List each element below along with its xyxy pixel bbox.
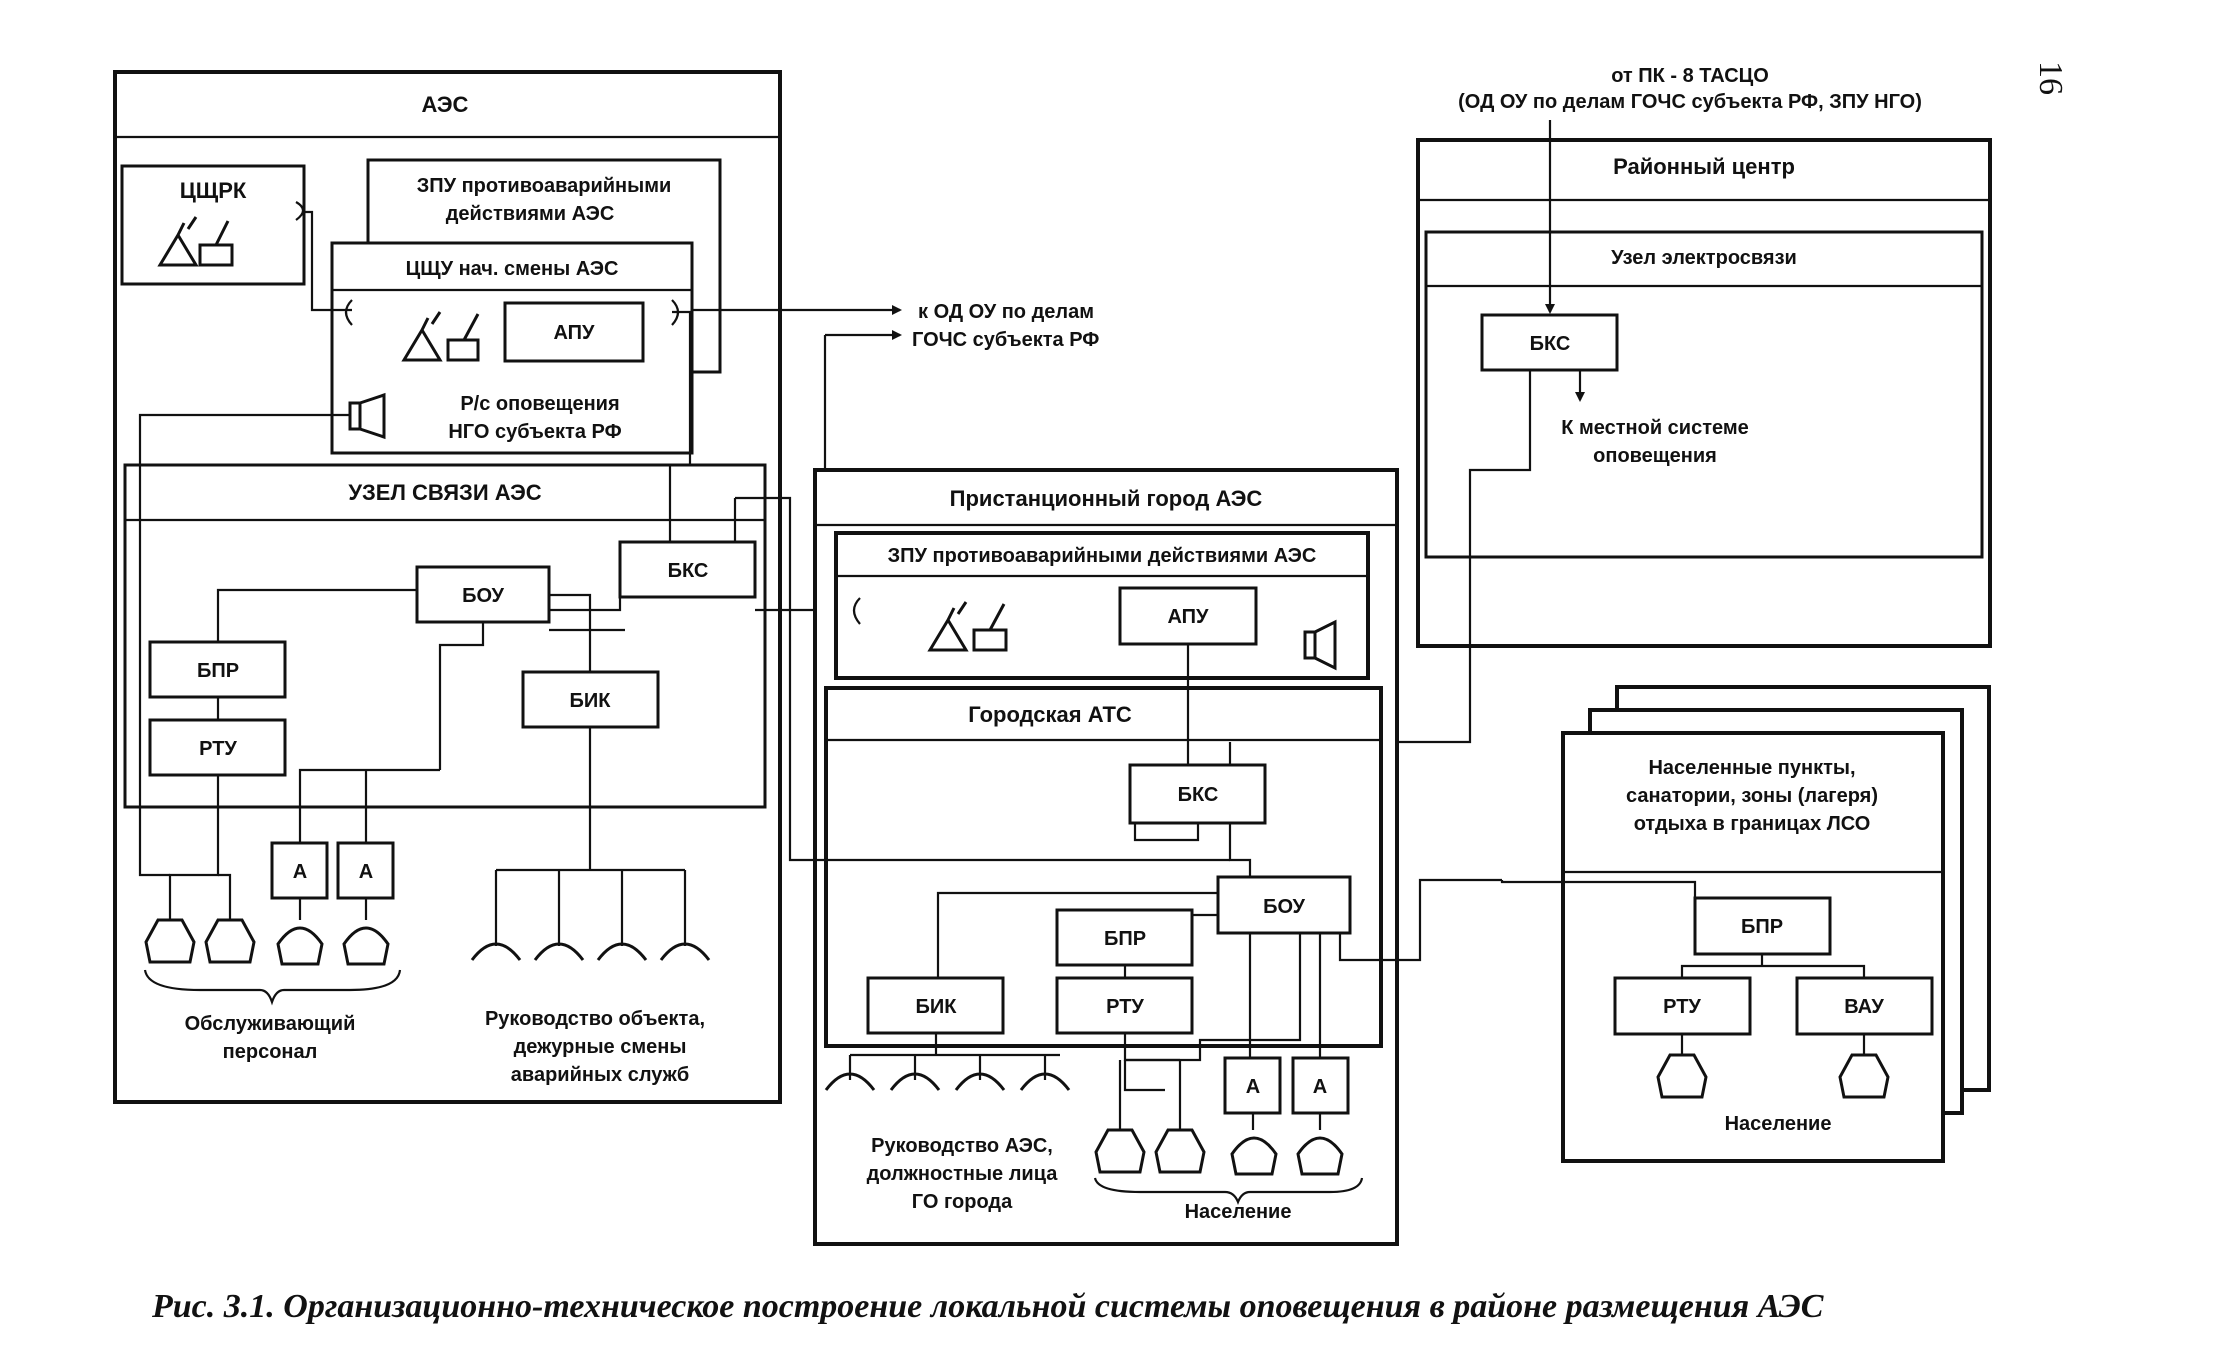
settlements-title-line1: Населенные пункты, — [1648, 757, 1855, 779]
telephone-icon — [954, 1072, 1006, 1091]
telephone-icon — [889, 1072, 941, 1091]
bpr-city-label: БПР — [1104, 928, 1146, 950]
telecom-node-title: Узел электросвязи — [1611, 247, 1797, 269]
zpu-city-box — [834, 531, 1370, 680]
telephone-icon — [824, 1072, 876, 1091]
from-top-line2: (ОД ОУ по делам ГОЧС субъекта РФ, ЗПУ НГ… — [1458, 91, 1922, 113]
rtu-aes-label: РТУ — [199, 738, 237, 760]
mgmt-aes-line2: дежурные смены — [514, 1036, 687, 1058]
rtu-settlement-label: РТУ — [1663, 996, 1701, 1018]
amp-aes-2-label: А — [359, 861, 373, 883]
bou-city-box — [1216, 875, 1352, 935]
bks-district-box — [1480, 313, 1619, 372]
bks-city-box — [1128, 763, 1267, 825]
zpu-aes-line2: действиями АЭС — [446, 203, 615, 225]
district-title: Районный центр — [1613, 154, 1795, 179]
apu-city-box — [1118, 586, 1258, 646]
to-od-line1: к ОД ОУ по делам — [918, 301, 1094, 323]
zpu-aes-line1: ЗПУ противоаварийными — [417, 175, 672, 197]
cshrk-radio-icon — [157, 216, 234, 267]
city-population-label: Население — [1185, 1201, 1292, 1223]
amp-city-1-label: А — [1246, 1076, 1260, 1098]
loudspeaker-icon — [1656, 1053, 1708, 1099]
mgmt-city-line2: должностные лица — [867, 1163, 1059, 1185]
settlements-population-label: Население — [1725, 1113, 1832, 1135]
bks-aes-label: БКС — [668, 560, 709, 582]
rtu-city-box — [1055, 976, 1194, 1035]
amp-city-2 — [1291, 1056, 1350, 1115]
bks-aes-box — [618, 540, 757, 599]
rtu-city-label: РТУ — [1106, 996, 1144, 1018]
loudspeaker-icon — [1838, 1053, 1890, 1099]
bik-city-label: БИК — [916, 996, 958, 1018]
cshrk-label: ЦЩРК — [180, 178, 247, 203]
bpr-aes-label: БПР — [197, 660, 239, 682]
city-title: Пристанционный город АЭС — [950, 486, 1263, 511]
district-center-block: Районный центр Узел электросвязи БКС К м… — [1230, 120, 1992, 744]
from-top-line1: от ПК - 8 ТАСЦО — [1611, 65, 1769, 87]
zpu-city-label: ЗПУ противоаварийными действиями АЭС — [888, 545, 1317, 567]
apu-aes-box — [503, 301, 645, 363]
vau-settlement-box — [1795, 976, 1934, 1036]
bou-aes-box — [415, 565, 551, 624]
settlements-title-line3: отдыха в границах ЛСО — [1634, 813, 1871, 835]
settlements-title-line2: санатории, зоны (лагеря) — [1626, 785, 1878, 807]
local-system-line1: К местной системе — [1561, 417, 1749, 439]
loudspeaker-dome-icon — [1296, 1136, 1344, 1176]
staff-line1: Обслуживающий — [185, 1013, 356, 1035]
bpr-city-box — [1055, 908, 1194, 967]
city-ats-title: Городская АТС — [968, 702, 1132, 727]
mgmt-aes-line3: аварийных служб — [511, 1064, 689, 1086]
bik-aes-label: БИК — [570, 690, 612, 712]
aes-comm-node-title: УЗЕЛ СВЯЗИ АЭС — [348, 480, 541, 505]
mgmt-city-line3: ГО города — [912, 1191, 1013, 1213]
loudspeaker-icon — [1094, 1128, 1146, 1174]
aes-title: АЭС — [422, 92, 469, 117]
city-block: Пристанционный город АЭС ЗПУ противоавар… — [733, 468, 1502, 1246]
loudspeaker-dome-icon — [1230, 1136, 1278, 1176]
to-od-line2: ГОЧС субъекта РФ — [912, 329, 1099, 351]
loudspeaker-icon — [1154, 1128, 1206, 1174]
bks-city-label: БКС — [1178, 784, 1219, 806]
local-system-line2: оповещения — [1593, 445, 1717, 467]
telephone-icon — [1019, 1072, 1071, 1091]
settlements-block: Населенные пункты, санатории, зоны (лаге… — [1500, 685, 1991, 1163]
loudspeaker-dome-icon — [276, 926, 324, 966]
apu-aes-label: АПУ — [554, 322, 596, 344]
apu-city-label: АПУ — [1168, 606, 1210, 628]
loudspeaker-icon — [204, 918, 256, 964]
vau-settlement-label: ВАУ — [1844, 996, 1884, 1018]
city-speaker-icon — [1303, 619, 1337, 671]
staff-brace — [143, 969, 402, 1006]
bpr-settlement-label: БПР — [1741, 916, 1783, 938]
amp-aes-1-label: А — [293, 861, 307, 883]
aes-block: АЭС ЦЩРК ЗПУ противоаварийными действиям… — [113, 70, 782, 1104]
rs-line1: Р/с оповещения — [460, 393, 619, 415]
mgmt-city-line1: Руководство АЭС, — [871, 1135, 1053, 1157]
figure-caption: Рис. 3.1. Организационно-техническое пос… — [151, 1288, 1824, 1325]
bks-district-label: БКС — [1530, 333, 1571, 355]
staff-line2: персонал — [223, 1041, 318, 1063]
loudspeaker-icon — [144, 918, 196, 964]
bou-city-label: БОУ — [1263, 896, 1305, 918]
telecom-node-box — [1424, 230, 1984, 559]
cshu-radio-icon — [401, 311, 480, 362]
city-radio-icon — [927, 601, 1008, 652]
loudspeaker-dome-icon — [342, 926, 390, 966]
page-number: 16 — [2032, 61, 2069, 95]
amp-city-2-label: А — [1313, 1076, 1327, 1098]
rs-line2: НГО субъекта РФ — [448, 421, 621, 443]
cshu-label: ЦЩУ нач. смены АЭС — [406, 258, 619, 280]
bou-aes-label: БОУ — [462, 585, 504, 607]
cshrk-connector-bracket — [295, 201, 305, 221]
mgmt-aes-line1: Руководство объекта, — [485, 1008, 705, 1030]
rtu-settlement-box — [1613, 976, 1752, 1036]
city-population-brace — [1093, 1177, 1364, 1205]
amp-city-1 — [1223, 1056, 1282, 1115]
amp-aes-2 — [336, 841, 395, 900]
